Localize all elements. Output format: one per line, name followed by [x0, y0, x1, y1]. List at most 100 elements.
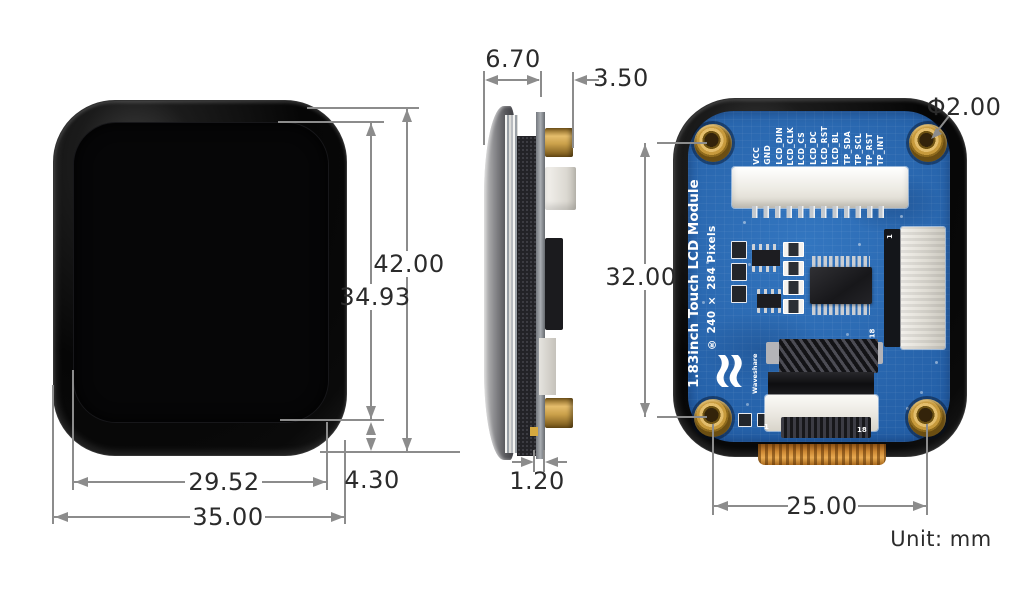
side-view-foam: [517, 136, 537, 456]
sot-component-2: [757, 289, 781, 313]
driver-ic: [810, 267, 872, 304]
ext-line: [280, 419, 384, 421]
passive-component: [731, 263, 747, 281]
pin-label: VCC: [752, 147, 761, 165]
waveshare-wordmark: Waveshare: [751, 353, 759, 394]
bottom-fpc-latch: [781, 417, 871, 438]
pcb-resolution: ® 240 × 284 Pixels: [706, 165, 718, 350]
ffc-right-connector: [901, 227, 945, 349]
ext-line: [72, 370, 74, 490]
dim-line-3493: [370, 310, 372, 420]
header-connector-pins: [752, 206, 890, 218]
display-flex-cable: [758, 444, 886, 465]
ext-line: [657, 416, 707, 418]
bottom-connector-pin1-marker: 1: [764, 423, 769, 431]
mounting-hole-top-right: [909, 124, 947, 162]
dim-line-25: [858, 505, 926, 507]
header-connector: [732, 167, 908, 208]
arrow-right-icon: [521, 457, 534, 467]
ext-line: [52, 385, 54, 524]
arrow-up-icon: [640, 144, 650, 157]
dim-line-3493: [370, 122, 372, 284]
pcb-title: 1.83inch Touch LCD Module: [686, 179, 702, 388]
dim-label-screen-width: 29.52: [188, 468, 260, 496]
dim-label-standoff: 3.50: [593, 64, 649, 92]
arrow-up-icon: [402, 109, 412, 122]
passive-component: [783, 299, 804, 314]
pin-label: LCD_CS: [797, 131, 807, 165]
ext-line: [712, 424, 714, 515]
dim-line-670: [487, 79, 539, 81]
arrow-left-icon: [715, 501, 728, 511]
resolution-text: 240 × 284 Pixels: [706, 225, 718, 334]
side-view-ffc-socket: [545, 238, 563, 330]
side-view-solder-pad: [530, 427, 538, 436]
ext-line: [572, 72, 574, 148]
dim-label-bottom-offset: 4.30: [344, 466, 400, 494]
pcb-test-points: [688, 111, 691, 114]
passive-component: [738, 413, 752, 427]
pin-label: TP_SCL: [853, 133, 863, 165]
ext-line: [657, 142, 707, 144]
waveshare-logo-icon: [707, 353, 753, 389]
ic-pins-bottom: [812, 303, 870, 315]
arrow-right-icon: [913, 501, 926, 511]
front-view-screen: [74, 123, 328, 422]
dim-line-35: [54, 516, 190, 518]
touch-fpc-stiffener: [768, 372, 874, 396]
arrow-left-icon: [55, 512, 68, 522]
dim-line-2952: [262, 481, 327, 483]
side-view-bottom-connector: [539, 338, 556, 395]
arrow-left-icon: [545, 457, 558, 467]
side-view-standoff-top: [545, 128, 573, 157]
hole-diameter-leader-line: [931, 115, 950, 139]
side-view-pcb-edge: [536, 112, 545, 459]
dim-line-2952: [74, 481, 185, 483]
passive-component: [783, 261, 804, 276]
dim-label-hole-spacing-v: 32.00: [605, 263, 677, 291]
arrow-down-icon: [366, 406, 376, 419]
touch-fpc-cable: [779, 339, 878, 373]
ic-pins-top: [812, 256, 870, 268]
passive-component: [731, 285, 747, 303]
arrow-right-icon: [313, 477, 326, 487]
dim-line-42: [406, 108, 408, 251]
front-view-case: [53, 100, 347, 456]
bottom-connector-pin18-marker: 18: [857, 426, 867, 434]
ext-line: [926, 424, 928, 515]
dim-line-120: [557, 461, 567, 463]
arrow-left-icon: [574, 75, 587, 85]
passive-component: [783, 242, 804, 257]
sot-component-1: [752, 244, 780, 272]
unit-label: Unit: mm: [890, 527, 992, 551]
dim-line-120: [512, 461, 522, 463]
dim-line-32: [644, 143, 646, 264]
ext-line: [483, 71, 485, 145]
pin-label: LCD_DC: [808, 131, 818, 165]
arrow-down-icon: [366, 438, 376, 451]
passive-column: [783, 242, 804, 314]
passive-component: [731, 241, 747, 259]
dim-line-32: [644, 290, 646, 417]
pin-label: LCD_BL: [831, 132, 841, 165]
arrow-left-icon: [485, 75, 498, 85]
arrow-up-icon: [366, 422, 376, 435]
ext-line: [326, 422, 328, 490]
pin-label: TP_INT: [876, 134, 886, 165]
dim-label-pcb-thickness: 1.20: [509, 467, 565, 495]
dim-line-35: [265, 516, 345, 518]
pin-label: LCD_CLK: [785, 126, 795, 165]
dim-label-total-width: 35.00: [192, 503, 264, 531]
pin-label: GND: [763, 145, 773, 165]
passive-column-left: [731, 241, 747, 303]
dim-line-25: [714, 505, 788, 507]
ext-line: [540, 71, 542, 97]
arrow-up-icon: [366, 123, 376, 136]
ffc-right-slot: [884, 229, 901, 347]
ext-line: [320, 451, 460, 453]
ext-line: [307, 107, 419, 109]
dim-label-hole-spacing-h: 25.00: [786, 492, 858, 520]
side-view-display-layers: [505, 115, 518, 453]
dim-label-thickness: 6.70: [485, 45, 541, 73]
